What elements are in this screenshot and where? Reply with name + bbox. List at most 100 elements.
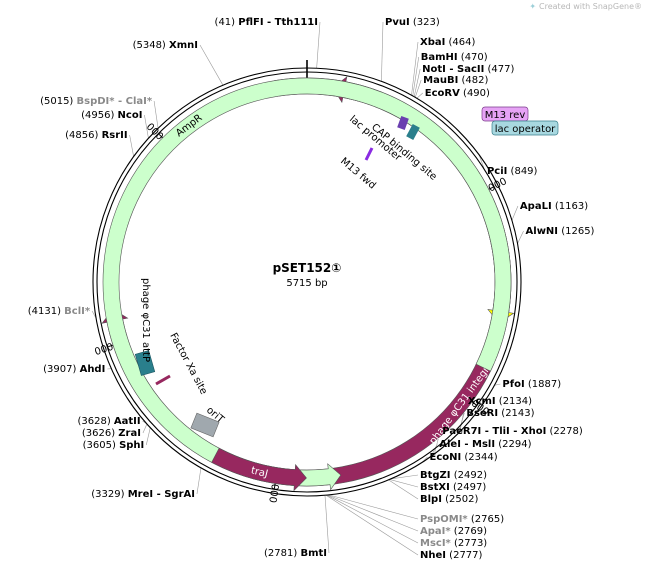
orit-feature (190, 412, 220, 438)
feature-arrow-apmr (102, 77, 512, 491)
enzyme-leader (316, 21, 321, 69)
enzyme-label: EcoNI (2344) (429, 452, 497, 463)
enzyme-label: AleI - MslI (2294) (439, 439, 531, 450)
enzyme-label: (5348) XmnI (133, 40, 198, 51)
enzyme-alei-msli: AleI - MslI (2294) (439, 439, 531, 450)
enzyme-label: (3628) AatII (77, 416, 140, 427)
enzyme-label: NotI - SacII (477) (422, 64, 514, 75)
enzyme-label: BtgZI (2492) (420, 470, 487, 481)
watermark: ✦Created with SnapGene® (529, 2, 642, 11)
enzyme-leader (390, 474, 419, 480)
enzyme-pspomi-: PspOMI* (2765) (420, 514, 504, 525)
enzyme-leader (324, 495, 330, 554)
snapgene-logo-icon: ✦ (529, 2, 537, 11)
enzyme-maubi: MauBI (482) (423, 75, 488, 86)
enzyme-leader (381, 21, 384, 82)
enzyme-pfoi: PfoI (1887) (502, 379, 561, 390)
enzyme-label: (41) PflFI - Tth111I (215, 17, 318, 28)
svg-text:M13 rev: M13 rev (485, 110, 526, 121)
enzyme-aatii: (3628) AatII (77, 416, 140, 427)
m13-fwd-label: M13 fwd (338, 156, 378, 192)
factor-xa-feature (155, 374, 171, 386)
feature-traJ: traJ (211, 447, 307, 492)
enzyme-rsrii: (4856) RsrII (65, 130, 127, 141)
enzyme-leader (145, 427, 151, 446)
enzyme-bspdi-clai-: (5015) BspDI* - ClaI* (40, 96, 153, 107)
enzyme-ahdi: (3907) AhdI (43, 364, 105, 375)
enzyme-leader (153, 100, 159, 129)
enzyme-xbai: XbaI (464) (420, 37, 476, 48)
lac-promoter-feature (397, 115, 409, 131)
enzyme-leader (458, 412, 465, 434)
enzyme-sphi: (3605) SphI (83, 440, 145, 451)
enzyme-leader (494, 383, 501, 386)
enzyme-apai-: ApaI* (2769) (420, 526, 487, 537)
lac-operator-callout: lac operator (491, 120, 559, 136)
factor-xa-label: Factor Xa site (167, 331, 209, 396)
enzyme-label: ApaI* (2769) (420, 526, 487, 537)
enzyme-labels: (41) PflFI - Tth111I (5348) XmnI (5015) Bs… (28, 17, 595, 561)
enzyme-label: BseRI (2143) (466, 408, 534, 419)
enzyme-pcii: PciI (849) (487, 166, 538, 177)
enzyme-label: BstXI (2497) (420, 482, 486, 493)
enzyme-pvui: PvuI (323) (385, 17, 440, 28)
enzyme-bstxi: BstXI (2497) (420, 482, 486, 493)
enzyme-label: PaeR7I - TliI - XhoI (2278) (442, 426, 583, 437)
enzyme-label: (2781) BmtI (264, 548, 327, 559)
m13-rev-callout: M13 rev (481, 106, 529, 122)
enzyme-leader (327, 494, 419, 532)
enzyme-btgzi: BtgZI (2492) (420, 470, 487, 481)
enzyme-leader (328, 494, 419, 520)
enzyme-label: AlwNI (1265) (526, 226, 595, 237)
enzyme-mrei-sgrai: (3329) MreI - SgrAI (91, 489, 195, 500)
enzyme-leader (144, 114, 149, 139)
enzyme-label: NheI (2777) (420, 550, 483, 561)
enzyme-label: (4856) RsrII (65, 130, 127, 141)
enzyme-leader (413, 68, 421, 97)
enzyme-nhei: NheI (2777) (420, 550, 483, 561)
enzyme-label: PfoI (1887) (502, 379, 561, 390)
enzyme-leader (412, 56, 420, 96)
enzyme-bmti: (2781) BmtI (264, 548, 327, 559)
feature-arrow-traJ (211, 447, 307, 492)
enzyme-label: ApaLI (1163) (520, 201, 588, 212)
enzyme-label: PspOMI* (2765) (420, 514, 504, 525)
enzyme-label: PciI (849) (487, 166, 538, 177)
enzyme-label: (3907) AhdI (43, 364, 105, 375)
enzyme-label: (4131) BclI* (28, 306, 91, 317)
backbone (92, 60, 522, 497)
enzyme-label: BamHI (470) (421, 52, 488, 63)
enzyme-leader (199, 44, 224, 86)
enzyme-bamhi: BamHI (470) (421, 52, 488, 63)
enzyme-msci-: MscI* (2773) (420, 538, 487, 549)
enzyme-ncoi: (4956) NcoI (81, 110, 142, 121)
enzyme-label: BlpI (2502) (420, 494, 478, 505)
m13-fwd-feature (364, 147, 374, 161)
enzyme-leader (414, 79, 422, 98)
attp-label: phage φC31 attP (140, 278, 151, 362)
enzyme-noti-sacii: NotI - SacII (477) (422, 64, 514, 75)
enzyme-label: (3626) ZraI (82, 428, 141, 439)
enzyme-leader (129, 134, 134, 157)
plasmid-length: 5715 bp (286, 278, 327, 289)
enzyme-leader (388, 479, 419, 500)
enzyme-label: (3329) MreI - SgrAI (91, 489, 195, 500)
enzyme-blpi: BlpI (2502) (420, 494, 478, 505)
enzyme-bseri: BseRI (2143) (466, 408, 534, 419)
enzyme-apali: ApaLI (1163) (520, 201, 588, 212)
enzyme-alwni: AlwNI (1265) (526, 226, 595, 237)
enzyme-label: (5015) BspDI* - ClaI* (40, 96, 153, 107)
enzyme-leader (325, 494, 419, 556)
feature-label-traJ: traJ (250, 465, 269, 480)
enzyme-zrai: (3626) ZraI (82, 428, 141, 439)
enzyme-xmni: (5348) XmnI (133, 40, 198, 51)
leader-lines (91, 21, 524, 556)
enzyme-leader (416, 92, 423, 99)
enzyme-leader (142, 423, 148, 434)
enzyme-label: MscI* (2773) (420, 538, 487, 549)
enzyme-econi: EcoNI (2344) (429, 452, 497, 463)
enzyme-leader (517, 230, 524, 244)
enzyme-label: XbaI (464) (420, 37, 476, 48)
enzyme-label: EcoRV (490) (425, 88, 490, 99)
